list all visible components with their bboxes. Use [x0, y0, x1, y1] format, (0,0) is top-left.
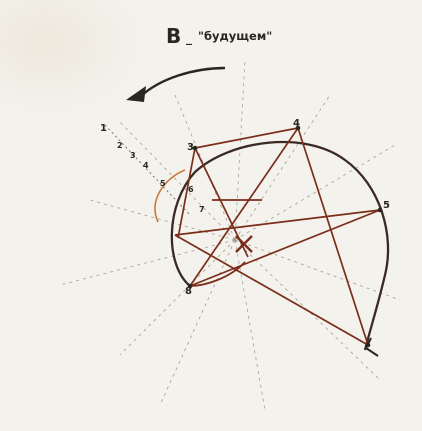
- caption-letter: В: [166, 24, 181, 48]
- ray: [160, 240, 235, 405]
- label-outer-4: 4: [293, 118, 300, 129]
- caption-word: "будущем": [198, 29, 272, 43]
- label-point-5: 5: [160, 179, 166, 188]
- ray: [235, 145, 395, 240]
- curved-arrow-icon: [140, 68, 225, 97]
- star-stroke: [175, 235, 368, 345]
- construction-rays: [60, 60, 400, 410]
- star-stroke: [195, 128, 298, 148]
- star: [175, 128, 380, 345]
- ray: [118, 120, 235, 240]
- star-stroke: [298, 128, 368, 345]
- ray: [90, 200, 235, 240]
- outer-spiral: [172, 142, 388, 350]
- label-point-8: 8: [185, 286, 192, 297]
- label-outer-3: 3: [187, 142, 194, 153]
- label-outer-1: 1: [100, 123, 107, 134]
- caption-dash: _: [186, 31, 192, 46]
- label-outer-5: 5: [383, 200, 390, 211]
- label-outer-2: 2: [117, 141, 123, 150]
- label-point-3: 3: [130, 151, 136, 160]
- label-point-7: 7: [199, 205, 205, 214]
- curved-arrow-head-icon: [126, 86, 146, 102]
- ray: [235, 240, 400, 300]
- marker-dots: [188, 126, 383, 348]
- label-point-6: 6: [188, 185, 194, 194]
- dot: [378, 208, 383, 213]
- label-point-4: 4: [143, 161, 149, 170]
- ray: [120, 240, 235, 355]
